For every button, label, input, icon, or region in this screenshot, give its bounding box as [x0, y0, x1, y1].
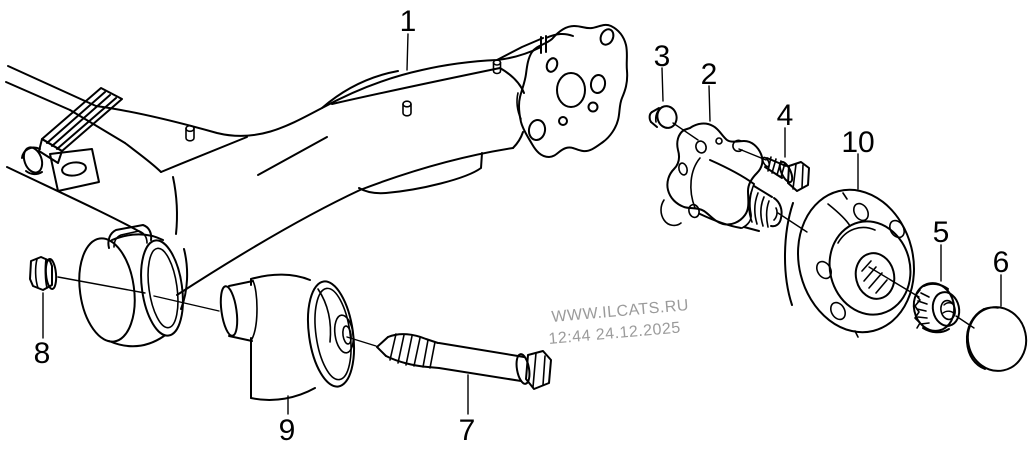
cap-3-drawing — [648, 105, 678, 129]
part-label-9: 9 — [279, 414, 296, 447]
bolt-4-drawing — [761, 156, 810, 192]
axle-nut-5-drawing — [912, 282, 961, 334]
assembly-leader-lines — [57, 122, 975, 347]
part-label-3: 3 — [654, 40, 671, 73]
callout-leader-lines — [42, 33, 1002, 415]
part-label-2: 2 — [701, 58, 718, 91]
part-label-7: 7 — [459, 414, 476, 447]
part-label-5: 5 — [933, 216, 950, 249]
diagram-line-art — [5, 23, 1028, 415]
rubber-bushing-9-drawing — [219, 273, 356, 401]
flange-nut-8-drawing — [29, 256, 58, 291]
part-callouts: 1 2 3 4 5 6 7 8 9 10 — [34, 5, 1010, 447]
bushing-eye-drawing — [78, 224, 189, 348]
part-label-8: 8 — [34, 337, 51, 370]
part-label-1: 1 — [400, 5, 417, 38]
part-label-6: 6 — [993, 246, 1010, 279]
bushing-bolt-7-drawing — [376, 333, 552, 390]
part-label-4: 4 — [777, 99, 794, 132]
grease-cap-6-drawing — [965, 306, 1028, 372]
wheel-hub-10-drawing — [783, 188, 915, 338]
part-label-10: 10 — [841, 126, 874, 159]
axle-beam-drawing — [5, 23, 629, 296]
stub-axle-2-drawing — [660, 122, 783, 232]
watermark: WWW.ILCATS.RU 12:44 24.12.2025 — [548, 297, 690, 348]
